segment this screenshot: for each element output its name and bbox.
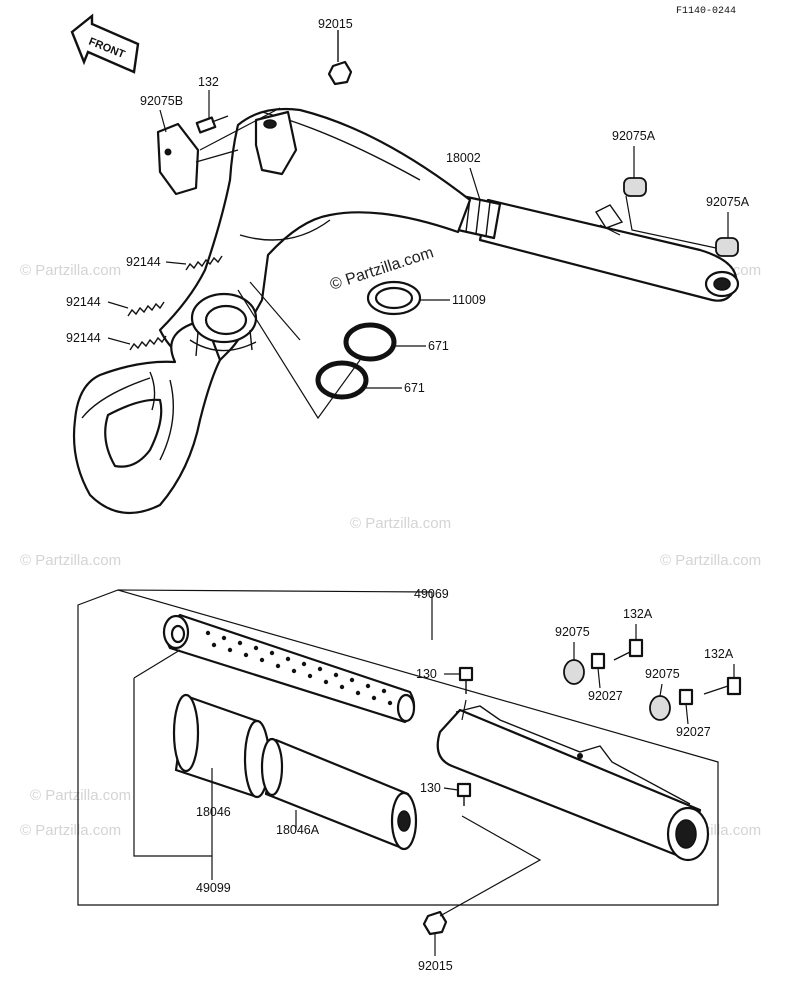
callout-18002: 18002 [446, 151, 481, 165]
callout-92144-2: 92144 [66, 295, 101, 309]
front-arrow-icon: FRONT [70, 13, 140, 74]
callout-92027-1: 92027 [588, 689, 623, 703]
silencer-shell [436, 705, 710, 862]
silencer-box-frame [77, 589, 719, 906]
callout-92015-bottom: 92015 [418, 959, 453, 973]
bolt-132a-1 [613, 638, 644, 661]
watermark: © Partzilla.com [20, 552, 121, 569]
watermark: © Partzilla.com [350, 515, 451, 532]
o-ring-671-2 [315, 360, 369, 400]
callout-49069: 49069 [414, 587, 449, 601]
callout-92027-2: 92027 [676, 725, 711, 739]
bracket-92075b [156, 122, 239, 196]
screw-130-2 [456, 782, 472, 806]
collar-92027-1 [590, 652, 606, 670]
callout-132a-2: 132A [704, 647, 734, 661]
callout-92075-2: 92075 [645, 667, 680, 681]
collar-92027-2 [678, 688, 694, 706]
watermark: © Partzilla.com [20, 822, 121, 839]
damper-92075-2 [649, 695, 671, 721]
callout-18046: 18046 [196, 805, 231, 819]
watermark: © Partzilla.com [30, 787, 131, 804]
perforated-pipe [162, 613, 416, 724]
callout-92015-top: 92015 [318, 17, 353, 31]
lower-guide-lines [133, 649, 542, 917]
callout-671-1: 671 [428, 339, 449, 353]
callout-130-1: 130 [416, 667, 437, 681]
callout-18046a: 18046A [276, 823, 320, 837]
damper-92075a-2 [715, 237, 739, 257]
callouts: 92015 132 92075B 18002 92075A 92075A 921… [66, 17, 750, 973]
packing-18046 [172, 693, 271, 799]
spring-92144 [127, 255, 223, 351]
expansion-chamber [72, 107, 740, 515]
callout-92075b: 92075B [140, 94, 183, 108]
bolt-132 [195, 115, 229, 134]
callout-11009: 11009 [452, 293, 486, 307]
callout-92075a-1: 92075A [612, 129, 656, 143]
callout-92075-1: 92075 [555, 625, 590, 639]
bolt-132a-2 [703, 676, 742, 696]
callout-92144-1: 92144 [126, 255, 161, 269]
watermark: © Partzilla.com [660, 552, 761, 569]
callout-49099: 49099 [196, 881, 231, 895]
damper-92075a-1 [623, 177, 647, 197]
upper-guide-lines [199, 107, 717, 420]
callout-132a-1: 132A [623, 607, 653, 621]
callout-671-2: 671 [404, 381, 425, 395]
packing-18046a [260, 737, 418, 851]
nut-92015-top [327, 30, 353, 86]
callout-92144-3: 92144 [66, 331, 101, 345]
callout-92075a-2: 92075A [706, 195, 750, 209]
watermark: © Partzilla.com [20, 262, 121, 279]
reference-code: F1140-0244 [676, 6, 736, 17]
o-ring-671-1 [343, 322, 397, 362]
damper-92075-1 [563, 659, 585, 685]
nut-92015-bottom [422, 910, 448, 936]
screw-130-1 [458, 666, 474, 694]
gasket-11009 [366, 280, 422, 316]
callout-132: 132 [198, 75, 219, 89]
callout-130-2: 130 [420, 781, 441, 795]
